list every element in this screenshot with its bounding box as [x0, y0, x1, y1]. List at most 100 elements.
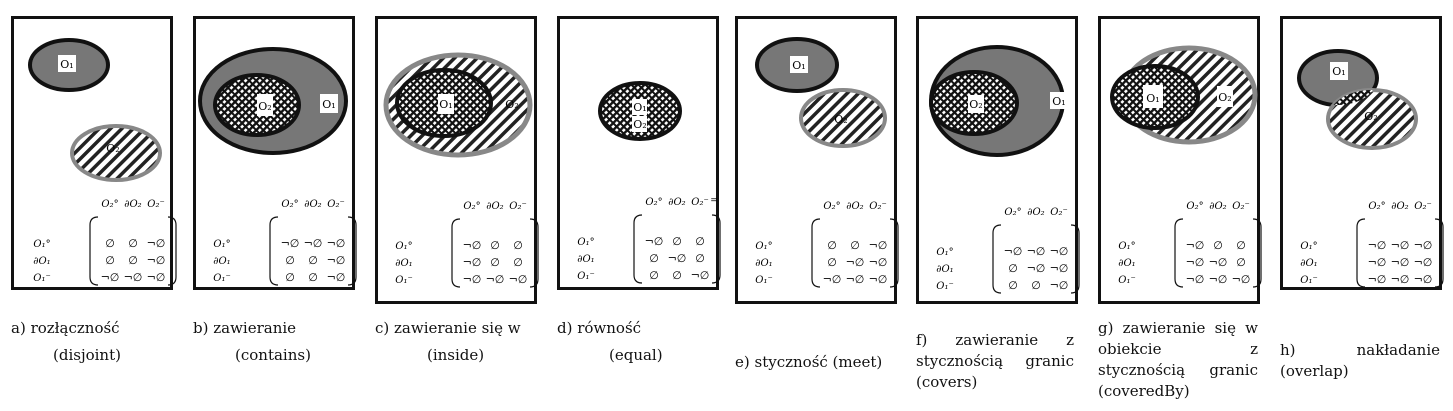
- matrix-cell: ¬∅: [846, 273, 865, 286]
- matrix-row-header: ∂O₁: [755, 258, 772, 269]
- label-o1: O₁: [439, 98, 452, 111]
- label-box-o1: [438, 94, 454, 114]
- matrix-cell: ¬∅: [1027, 245, 1046, 258]
- matrix-row-header: O₁⁻: [936, 281, 954, 292]
- caption-covers: f) zawieranie z stycznością granic (cove…: [916, 331, 1074, 391]
- matrix-left-bracket: [269, 216, 279, 286]
- matrix-left-bracket: [811, 218, 821, 288]
- matrix-row-header: ∂O₁: [395, 258, 412, 269]
- matrix-cell: ∅: [695, 252, 705, 265]
- diagram-contains: O₂ O₁: [198, 47, 348, 155]
- matrix-cell: ∅: [1236, 256, 1246, 269]
- matrix-col-header: ∂O₂: [1209, 201, 1226, 212]
- matrix-left-bracket: [992, 224, 1002, 294]
- matrix-cell: ∅: [308, 254, 318, 267]
- matrix-col-header: O₂⁻: [1050, 207, 1068, 218]
- matrix-cell: ¬∅: [1186, 273, 1205, 286]
- caption-overlap: h) nakładanie (overlap): [1280, 341, 1440, 380]
- matrix-cell: ¬∅: [869, 273, 888, 286]
- matrix-row-header: O₁⁻: [33, 273, 51, 284]
- matrix-row-header: O₁°: [395, 241, 412, 252]
- matrix-col-header: O₂°: [463, 201, 480, 212]
- label-box-o2: [632, 116, 647, 132]
- matrix-cell: ¬∅: [1050, 262, 1069, 275]
- matrix-cell: ¬∅: [1209, 273, 1228, 286]
- label-box-o2: [257, 94, 273, 116]
- matrix-row-header: ∂O₁: [1118, 258, 1135, 269]
- matrix-cell: ¬∅: [691, 269, 710, 282]
- matrix-cell: ∅: [513, 239, 523, 252]
- matrix-cell: ¬∅: [1050, 245, 1069, 258]
- label-o1: O₁: [1332, 65, 1345, 78]
- matrix-cell: ¬∅: [1391, 273, 1410, 286]
- matrix-row-header: ∂O₁: [1300, 258, 1317, 269]
- matrix-cell: ∅: [128, 237, 138, 250]
- matrix-col-header: O₂⁻: [147, 199, 165, 210]
- matrix-cell: ¬∅: [1209, 256, 1228, 269]
- matrix-row-header: ∂O₁: [33, 256, 50, 267]
- matrix-col-header: O₂°: [823, 201, 840, 212]
- caption-contains: b) zawieranie (contains): [193, 319, 311, 364]
- matrix-col-header: ∂O₂: [668, 197, 685, 208]
- diagram-covers: O₂ O₁: [929, 45, 1068, 157]
- matrix-right-bracket: [529, 218, 539, 288]
- matrix-cell: ∅: [1008, 262, 1018, 275]
- matrix-col-header: ∂O₂: [486, 201, 503, 212]
- matrix-cell: ∅: [827, 239, 837, 252]
- matrix-row-header: O₁°: [936, 247, 953, 258]
- matrix-cell: ¬∅: [823, 273, 842, 286]
- matrix-cell: ∅: [490, 239, 500, 252]
- matrix-col-header: O₂⁻: [691, 197, 709, 208]
- matrix-cell: ¬∅: [486, 273, 505, 286]
- label-o2: O₂: [258, 100, 271, 113]
- matrix-col-header: O₂°: [1368, 201, 1385, 212]
- matrix-col-header: O₂°: [1186, 201, 1203, 212]
- matrix-cell: ∅: [672, 269, 682, 282]
- matrix-cell: ∅: [649, 252, 659, 265]
- label-o2: O₂: [633, 118, 646, 131]
- matrix-cell: ¬∅: [101, 271, 120, 284]
- object-o2: [70, 124, 162, 182]
- label-box-o2: [968, 95, 984, 113]
- diagram-coveredby: O₁ O₂: [1110, 45, 1258, 145]
- label-box-o2: [1217, 86, 1233, 107]
- matrix-cell: ∅: [285, 271, 295, 284]
- matrix-row-header: O₁⁻: [395, 275, 413, 286]
- matrix-cell: ¬∅: [1232, 273, 1251, 286]
- matrix-col-header: O₂°: [645, 197, 662, 208]
- matrix-right-bracket: [1252, 218, 1262, 288]
- matrix-cell: ¬∅: [1414, 256, 1433, 269]
- matrix-cell: ¬∅: [869, 256, 888, 269]
- caption-disjoint: a) rozłączność (disjoint): [11, 319, 121, 364]
- matrix-row-header: O₁⁻: [1118, 275, 1136, 286]
- matrix-cell: ¬∅: [1368, 256, 1387, 269]
- matrix-cell: ∅: [1031, 279, 1041, 292]
- matrix-row-header: O₁°: [755, 241, 772, 252]
- matrix-cell: ∅: [850, 239, 860, 252]
- label-o1: O₁: [792, 59, 805, 72]
- matrix-row-header: O₁⁻: [755, 275, 773, 286]
- matrix-cell: ¬∅: [1391, 239, 1410, 252]
- matrix-col-header: O₂⁻: [509, 201, 527, 212]
- diagram-inside: O₁ O₂: [383, 52, 533, 158]
- label-o2: O₂: [106, 142, 119, 155]
- matrix-cell: ¬∅: [327, 271, 346, 284]
- matrix-cell: ∅: [128, 254, 138, 267]
- matrix-row-header: O₁⁻: [577, 271, 595, 282]
- diagram-meet: O₁ O₂: [755, 37, 887, 148]
- label-box-o1: [320, 94, 338, 113]
- matrix-left-bracket: [89, 216, 99, 286]
- object-o2: [799, 88, 887, 148]
- matrix-row-header: O₁⁻: [1300, 275, 1318, 286]
